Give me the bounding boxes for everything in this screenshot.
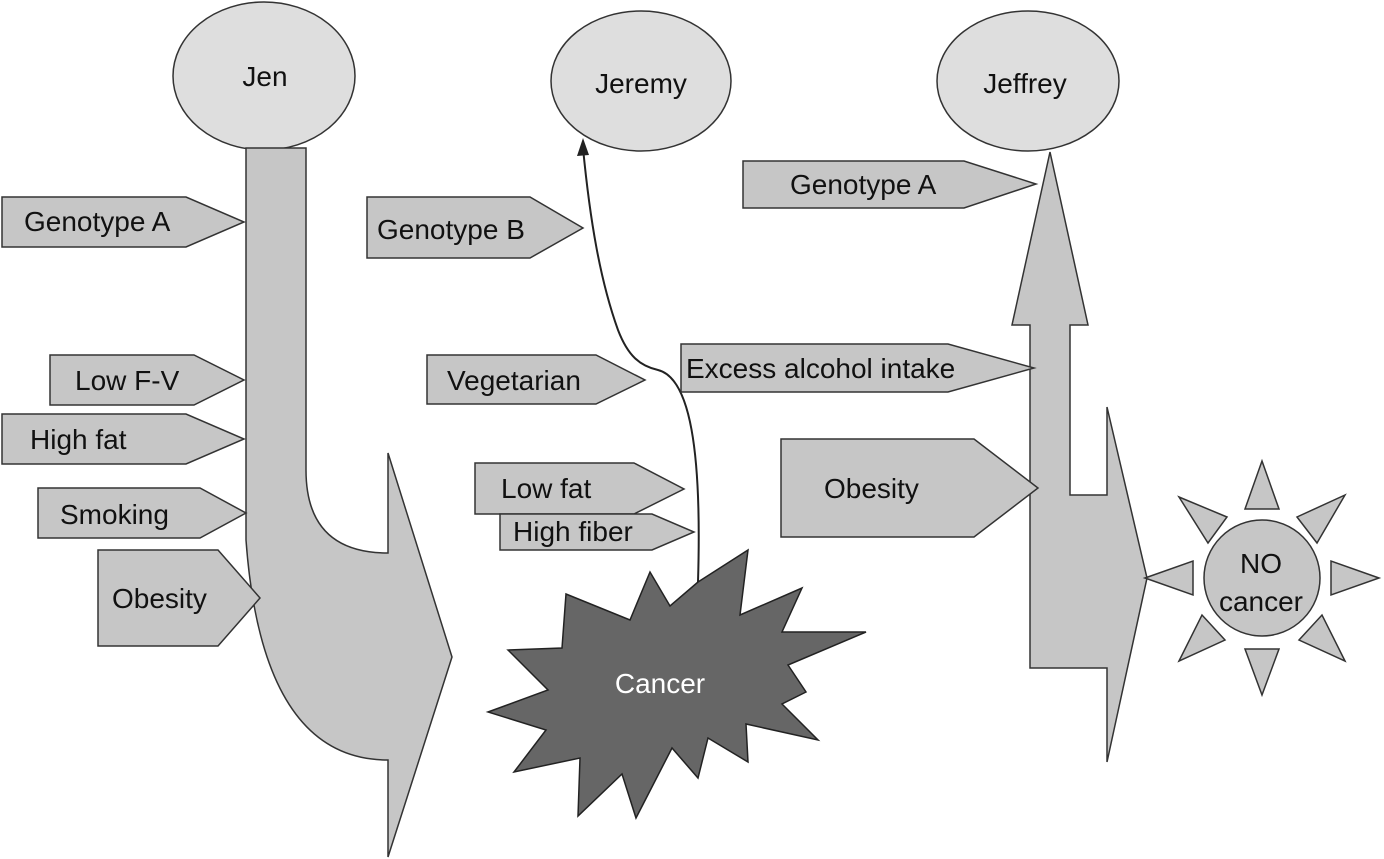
jeffrey-factor-obesity-label: Obesity	[824, 473, 919, 504]
jeremy-factor-low-fat-label: Low fat	[501, 473, 591, 504]
no-cancer-label-line2: cancer	[1219, 586, 1303, 617]
jeremy-factor-high-fiber-label: High fiber	[513, 516, 633, 547]
jeremy-factor-genotype: Genotype B	[366, 196, 585, 259]
sun-ray	[1243, 648, 1281, 698]
jeremy-factor-vegetarian: Vegetarian	[426, 354, 647, 405]
jeffrey-factor-genotype-label: Genotype A	[790, 169, 937, 200]
jen-factor-high-fat-label: High fat	[30, 424, 127, 455]
jen-factor-low-fv-label: Low F-V	[75, 365, 180, 396]
cancer-burst	[485, 548, 867, 820]
jen-factor-smoking: Smoking	[37, 487, 248, 539]
jeremy-label: Jeremy	[595, 68, 687, 99]
sun-ray	[1177, 495, 1229, 545]
jen-factor-obesity-label: Obesity	[112, 583, 207, 614]
jeffrey-factor-alcohol-label: Excess alcohol intake	[686, 353, 955, 384]
jen-factor-obesity: Obesity	[97, 549, 261, 647]
jen-pathway-arrow	[245, 147, 453, 858]
jen-factor-high-fat: High fat	[1, 413, 246, 465]
jen-factor-smoking-label: Smoking	[60, 499, 169, 530]
no-cancer-circle	[1203, 519, 1321, 637]
jeremy-factor-genotype-label: Genotype B	[377, 214, 525, 245]
jeffrey-factor-genotype: Genotype A	[742, 160, 1039, 209]
jeremy-node	[550, 10, 732, 152]
jeffrey-factor-obesity: Obesity	[780, 438, 1040, 538]
sun-ray	[1295, 493, 1347, 545]
jen-factor-low-fv: Low F-V	[49, 354, 246, 406]
jen-factor-genotype: Genotype A	[1, 196, 246, 248]
jeffrey-pathway-arrow	[1011, 151, 1148, 763]
sun-ray	[1243, 458, 1281, 510]
jeremy-pathway-arrowhead	[577, 138, 589, 156]
jeffrey-label: Jeffrey	[983, 68, 1067, 99]
sun-ray	[1142, 559, 1194, 597]
jeremy-factor-high-fiber: High fiber	[499, 513, 696, 551]
jeremy-pathway-line	[582, 147, 700, 583]
jeffrey-factor-alcohol: Excess alcohol intake	[680, 343, 1037, 393]
jeremy-factor-vegetarian-label: Vegetarian	[447, 365, 581, 396]
sun-ray	[1330, 559, 1382, 597]
sun-rays	[1142, 458, 1382, 698]
jen-label: Jen	[242, 61, 287, 92]
sun-ray	[1177, 613, 1227, 663]
cancer-label: Cancer	[615, 668, 705, 699]
jeremy-factor-low-fat: Low fat	[474, 462, 686, 515]
jeffrey-node	[936, 10, 1120, 152]
no-cancer-sun: NO cancer	[1142, 458, 1382, 698]
no-cancer-label-line1: NO	[1240, 548, 1282, 579]
sun-ray	[1297, 613, 1347, 663]
jen-factor-genotype-label: Genotype A	[24, 206, 171, 237]
